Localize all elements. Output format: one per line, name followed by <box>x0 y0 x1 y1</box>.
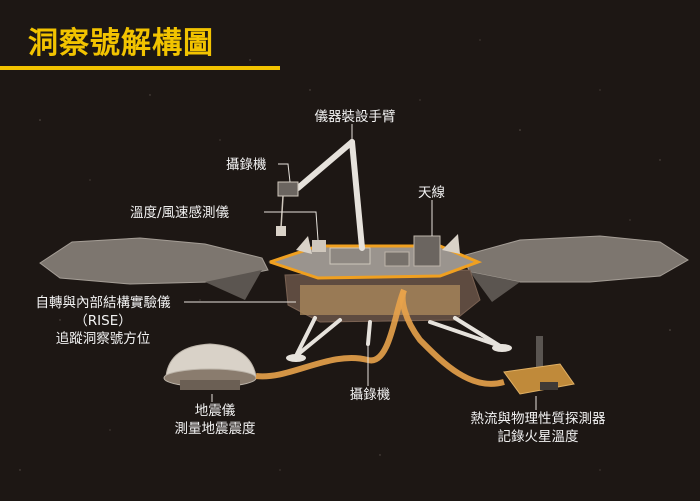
foot-right <box>492 344 512 352</box>
leader-lines <box>184 124 537 410</box>
seismometer-dome <box>165 343 257 377</box>
arm-grapple <box>276 226 286 236</box>
right-solar-panel <box>461 235 689 283</box>
label-rise-acronym: （RISE） <box>74 313 132 329</box>
antenna-dish-left <box>296 236 312 254</box>
label-temp-wind-sensor: 溫度/風速感測儀 <box>130 205 230 221</box>
arm-boom <box>295 139 355 191</box>
heat-probe-tether <box>399 288 505 387</box>
title-underline <box>0 66 280 70</box>
right-panel-underside <box>470 272 520 302</box>
label-seismometer-desc: 測量地震震度 <box>174 421 256 437</box>
label-camera-top: 攝錄機 <box>226 157 267 173</box>
diagram-title: 洞察號解構圖 <box>28 26 214 61</box>
label-camera-bottom: 攝錄機 <box>349 387 391 403</box>
label-rise-title: 自轉與內部結構實驗儀 <box>35 295 171 311</box>
temp-wind-sensor <box>312 240 326 252</box>
label-heat-probe-title: 熱流與物理性質探測器 <box>470 411 606 427</box>
label-instrument-arm: 儀器裝設手臂 <box>314 109 396 125</box>
antenna-tower <box>413 235 441 267</box>
heat-probe-base <box>503 363 575 395</box>
arm-camera <box>277 181 299 197</box>
left-panel-underside <box>205 270 262 300</box>
gold-insulation <box>300 285 460 315</box>
label-heat-probe-desc: 記錄火星溫度 <box>497 429 579 445</box>
label-antenna: 天線 <box>418 185 445 201</box>
deck-box <box>329 247 371 265</box>
label-rise-desc: 追蹤洞察號方位 <box>55 331 151 347</box>
label-seismometer-title: 地震儀 <box>194 403 236 419</box>
arm-mast <box>349 139 365 251</box>
star-field <box>19 39 671 471</box>
left-solar-panel <box>39 237 269 285</box>
heat-probe-foot <box>540 382 558 390</box>
landing-legs <box>294 316 502 358</box>
foot-left <box>286 354 306 362</box>
heat-probe-mast <box>536 336 543 376</box>
antenna-dish-right <box>442 234 460 254</box>
seismometer-base <box>180 380 240 390</box>
deck-box-2 <box>384 251 410 267</box>
